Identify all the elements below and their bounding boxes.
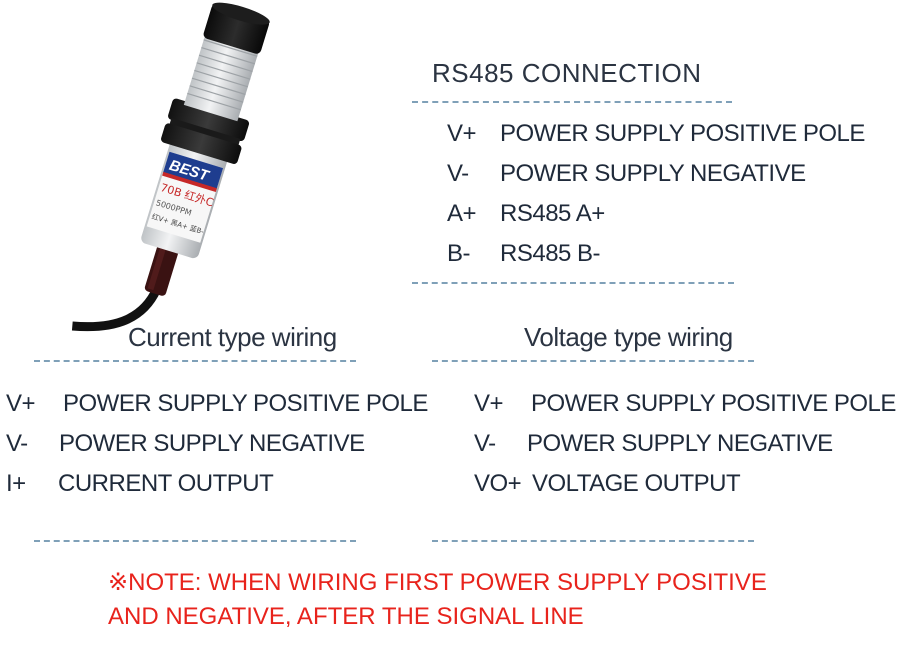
current-wiring-title: Current type wiring xyxy=(128,322,337,352)
wiring-note: ※NOTE: WHEN WIRING FIRST POWER SUPPLY PO… xyxy=(108,566,767,634)
voltage-row-vplus: V+ POWER SUPPLY POSITIVE POLE xyxy=(474,390,896,418)
pin-description: CURRENT OUTPUT xyxy=(58,470,274,497)
pin-code: A+ xyxy=(447,200,477,227)
pin-description: POWER SUPPLY NEGATIVE xyxy=(59,430,365,457)
sensor-body: BEST 70B 红外C 5000PPM 红V+ 黑A+ 蓝B- xyxy=(71,2,270,332)
pin-code: VO+ xyxy=(474,470,522,497)
rs485-row-aplus: A+ RS485 A+ xyxy=(447,200,605,228)
rs485-row-vplus: V+ POWER SUPPLY POSITIVE POLE xyxy=(447,120,865,148)
voltage-row-vminus: V- POWER SUPPLY NEGATIVE xyxy=(474,430,833,458)
rs485-row-bminus: B- RS485 B- xyxy=(447,240,601,268)
note-line-2: AND NEGATIVE, AFTER THE SIGNAL LINE xyxy=(108,603,584,630)
pin-description: RS485 B- xyxy=(500,240,601,267)
voltage-row-voplus: VO+ VOLTAGE OUTPUT xyxy=(474,470,741,498)
pin-code: V- xyxy=(447,160,469,187)
pin-code: V+ xyxy=(447,120,477,147)
current-top-divider xyxy=(34,360,356,362)
current-row-vplus: V+ POWER SUPPLY POSITIVE POLE xyxy=(6,390,428,418)
pin-description: RS485 A+ xyxy=(500,200,605,227)
voltage-wiring-title: Voltage type wiring xyxy=(524,322,733,352)
current-row-iplus: I+ CURRENT OUTPUT xyxy=(6,470,274,498)
pin-code: I+ xyxy=(6,470,26,497)
current-row-vminus: V- POWER SUPPLY NEGATIVE xyxy=(6,430,365,458)
current-bottom-divider xyxy=(34,540,356,542)
pin-code: V- xyxy=(6,430,28,457)
sensor-image: BEST 70B 红外C 5000PPM 红V+ 黑A+ 蓝B- xyxy=(71,2,270,332)
rs485-title: RS485 CONNECTION xyxy=(432,58,702,88)
pin-description: POWER SUPPLY POSITIVE POLE xyxy=(63,390,428,417)
pin-code: V- xyxy=(474,430,496,457)
pin-description: POWER SUPPLY POSITIVE POLE xyxy=(500,120,865,147)
pin-code: V+ xyxy=(6,390,36,417)
pin-code: B- xyxy=(447,240,471,267)
pin-description: POWER SUPPLY NEGATIVE xyxy=(500,160,806,187)
rs485-row-vminus: V- POWER SUPPLY NEGATIVE xyxy=(447,160,806,188)
rs485-top-divider xyxy=(412,101,732,103)
pin-description: POWER SUPPLY POSITIVE POLE xyxy=(531,390,896,417)
voltage-bottom-divider xyxy=(432,540,754,542)
note-line-1: ※NOTE: WHEN WIRING FIRST POWER SUPPLY PO… xyxy=(108,569,767,596)
pin-description: POWER SUPPLY NEGATIVE xyxy=(527,430,833,457)
pin-description: VOLTAGE OUTPUT xyxy=(532,470,741,497)
pin-code: V+ xyxy=(474,390,504,417)
voltage-top-divider xyxy=(432,360,754,362)
rs485-bottom-divider xyxy=(412,282,734,284)
